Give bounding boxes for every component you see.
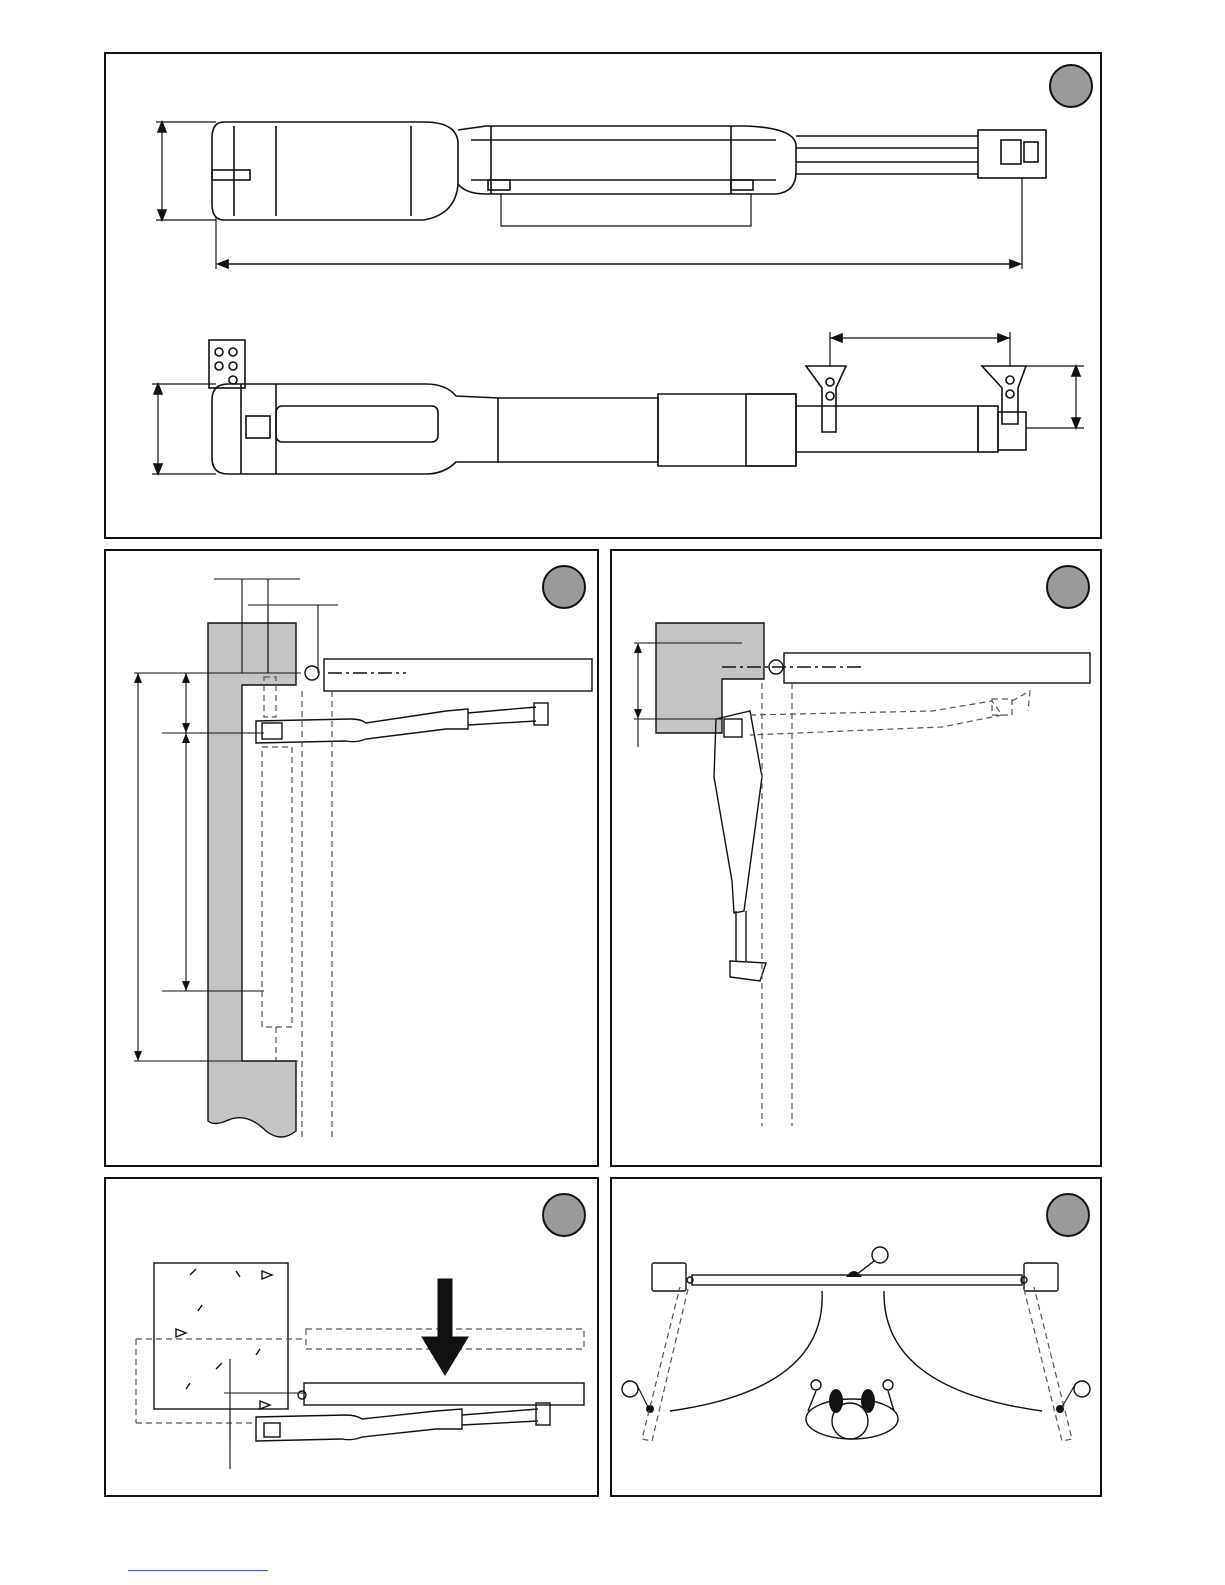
pillar-mount-drawing: [612, 551, 1102, 1167]
leaf-alignment-drawing: [106, 1179, 599, 1497]
actuator-dimension-drawing: [106, 54, 1102, 539]
push-direction-arrow: [422, 1279, 468, 1375]
figure-panel-3: [610, 549, 1102, 1167]
footer-link-line[interactable]: [128, 1570, 268, 1571]
figure-panel-4: [104, 1177, 599, 1497]
figure-panel-2: [104, 549, 599, 1167]
figure-panel-5: [610, 1177, 1102, 1497]
double-gate-top-view: [612, 1179, 1102, 1497]
figure-panel-1: [104, 52, 1102, 539]
wall-mount-drawing: [106, 551, 599, 1167]
